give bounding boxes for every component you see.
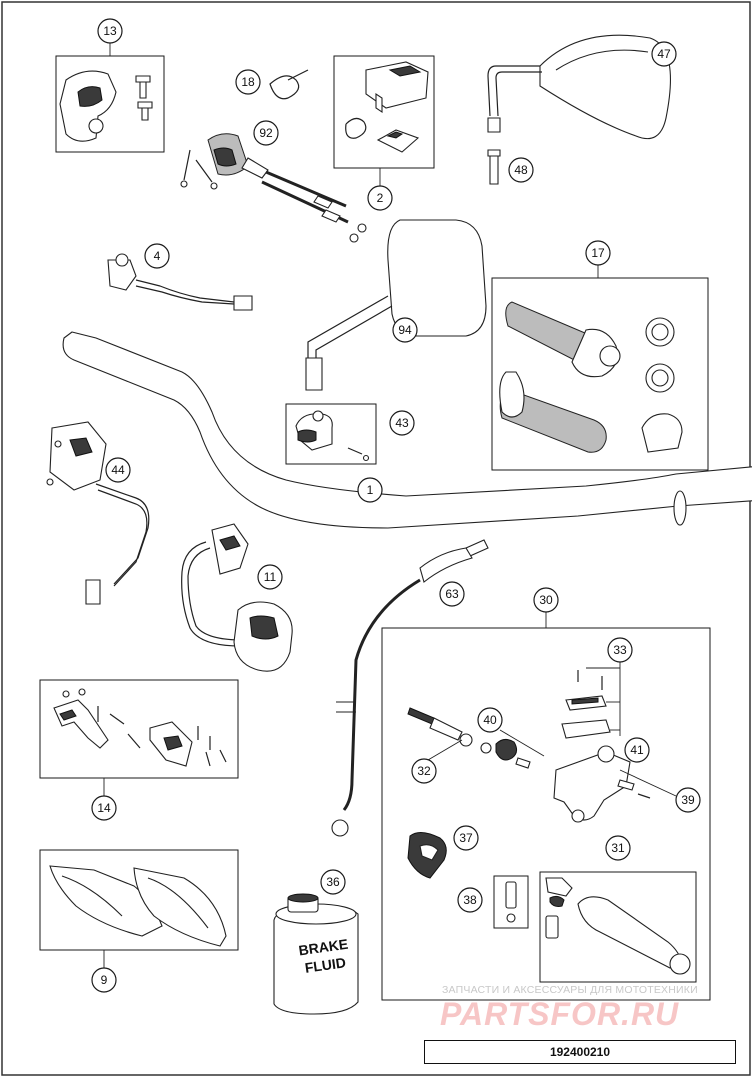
callout-30: 30 xyxy=(533,587,559,613)
svg-text:94: 94 xyxy=(398,323,412,337)
svg-text:4: 4 xyxy=(154,249,161,263)
svg-text:9: 9 xyxy=(101,973,108,987)
part-13-switch xyxy=(59,70,153,142)
callout-43: 43 xyxy=(389,410,415,436)
svg-text:11: 11 xyxy=(264,570,277,584)
callout-44: 44 xyxy=(105,457,131,483)
svg-text:13: 13 xyxy=(103,24,117,38)
watermark-tagline: ЗАПЧАСТИ И АКСЕССУАРЫ ДЛЯ МОТОТЕХНИКИ xyxy=(442,984,698,996)
part-master-cylinder xyxy=(553,745,651,823)
part-18-cable-tie xyxy=(269,69,309,100)
callout-32: 32 xyxy=(411,739,463,784)
box-31 xyxy=(539,871,697,983)
part-11-switch xyxy=(181,523,293,672)
svg-text:39: 39 xyxy=(681,793,695,807)
part-36-brake-fluid xyxy=(273,893,359,1015)
svg-text:17: 17 xyxy=(591,246,605,260)
callout-1: 1 xyxy=(357,477,383,503)
box-43 xyxy=(285,403,377,465)
box-17 xyxy=(491,277,709,471)
svg-text:14: 14 xyxy=(97,801,111,815)
part-92-throttle-cables xyxy=(180,133,367,243)
part-14-brackets xyxy=(53,688,227,767)
box-9 xyxy=(39,849,239,951)
part-9-handguards xyxy=(49,865,227,947)
svg-text:31: 31 xyxy=(611,841,625,855)
svg-text:44: 44 xyxy=(111,463,125,477)
callout-33: 33 xyxy=(586,637,633,736)
part-1-handlebar xyxy=(62,331,752,529)
box-2 xyxy=(333,55,435,169)
callout-14: 14 xyxy=(91,778,117,821)
drawing-number: 192400210 xyxy=(549,1045,611,1059)
callout-38: 38 xyxy=(457,887,483,913)
part-48-mirror-adapter xyxy=(487,149,501,185)
svg-text:32: 32 xyxy=(417,764,431,778)
part-2-switch xyxy=(345,61,429,153)
callout-31: 31 xyxy=(605,835,631,861)
part-63-brake-line xyxy=(331,539,489,837)
part-44-switch xyxy=(46,421,150,605)
part-17-grips xyxy=(499,301,683,453)
callout-41: 41 xyxy=(624,737,650,763)
svg-text:33: 33 xyxy=(613,643,627,657)
svg-text:38: 38 xyxy=(463,893,477,907)
svg-text:47: 47 xyxy=(657,47,671,61)
part-43-clamp xyxy=(295,410,370,462)
callout-13: 13 xyxy=(97,18,123,56)
can-label-1: BRAKE xyxy=(298,936,350,959)
svg-text:41: 41 xyxy=(630,743,644,757)
callout-36: 36 xyxy=(320,869,346,895)
svg-text:36: 36 xyxy=(326,875,340,889)
callout-92: 92 xyxy=(253,120,279,146)
svg-text:1: 1 xyxy=(367,483,374,497)
svg-text:37: 37 xyxy=(459,831,473,845)
callout-37: 37 xyxy=(453,825,479,851)
svg-text:92: 92 xyxy=(259,126,273,140)
svg-text:63: 63 xyxy=(445,587,459,601)
part-94-plate xyxy=(305,219,487,391)
callout-63: 63 xyxy=(439,581,465,607)
callout-11: 11 xyxy=(257,564,283,590)
svg-text:18: 18 xyxy=(241,75,255,89)
part-31-lever xyxy=(545,877,691,975)
callout-17: 17 xyxy=(585,240,611,278)
callout-40: 40 xyxy=(477,707,545,757)
svg-text:43: 43 xyxy=(395,416,409,430)
callout-4: 4 xyxy=(144,243,170,269)
drawing-number-box: 192400210 xyxy=(424,1040,736,1064)
watermark-logo: PARTSFOR.RU xyxy=(440,996,680,1032)
callout-47: 47 xyxy=(651,41,677,67)
part-37-guard xyxy=(407,832,447,879)
svg-text:2: 2 xyxy=(377,191,384,205)
svg-text:30: 30 xyxy=(539,593,553,607)
part-32-piston xyxy=(407,707,492,754)
callout-18: 18 xyxy=(235,69,261,95)
callout-9: 9 xyxy=(91,950,117,993)
box-38 xyxy=(493,875,529,929)
callout-39: 39 xyxy=(619,769,701,813)
part-40-bushing xyxy=(495,738,531,769)
part-38-pin xyxy=(505,881,517,923)
svg-text:48: 48 xyxy=(514,163,528,177)
callout-48: 48 xyxy=(508,157,534,183)
can-label-2: FLUID xyxy=(304,954,347,976)
svg-text:40: 40 xyxy=(483,713,497,727)
part-33-cover xyxy=(561,670,611,739)
callout-2: 2 xyxy=(367,185,393,211)
part-47-mirror xyxy=(487,34,671,140)
callout-94: 94 xyxy=(392,317,418,343)
box-14 xyxy=(39,679,239,779)
part-4-harness xyxy=(107,253,253,311)
